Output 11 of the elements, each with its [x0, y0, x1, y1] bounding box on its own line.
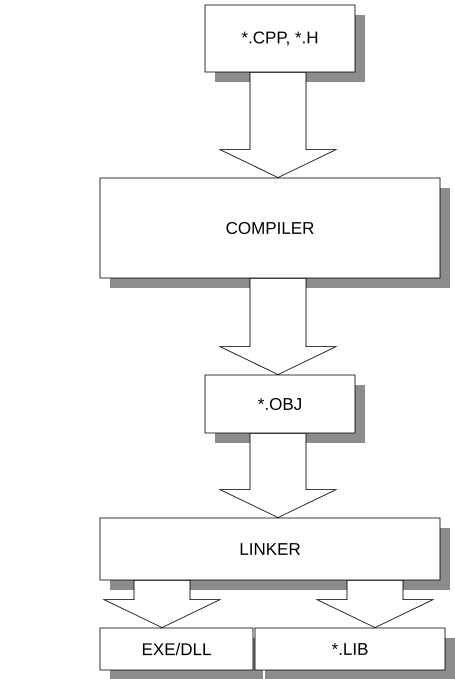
block-arrow	[102, 580, 222, 628]
process-box: LINKER	[100, 518, 450, 590]
process-box: EXE/DLL	[100, 628, 263, 679]
process-box: *.CPP, *.H	[204, 4, 365, 82]
process-box: *.OBJ	[204, 374, 365, 443]
block-arrow	[218, 72, 338, 178]
process-box: COMPILER	[100, 178, 450, 288]
process-box: *.LIB	[254, 628, 455, 679]
block-arrow	[218, 278, 338, 376]
block-arrow	[218, 433, 338, 518]
block-arrow	[315, 580, 435, 628]
